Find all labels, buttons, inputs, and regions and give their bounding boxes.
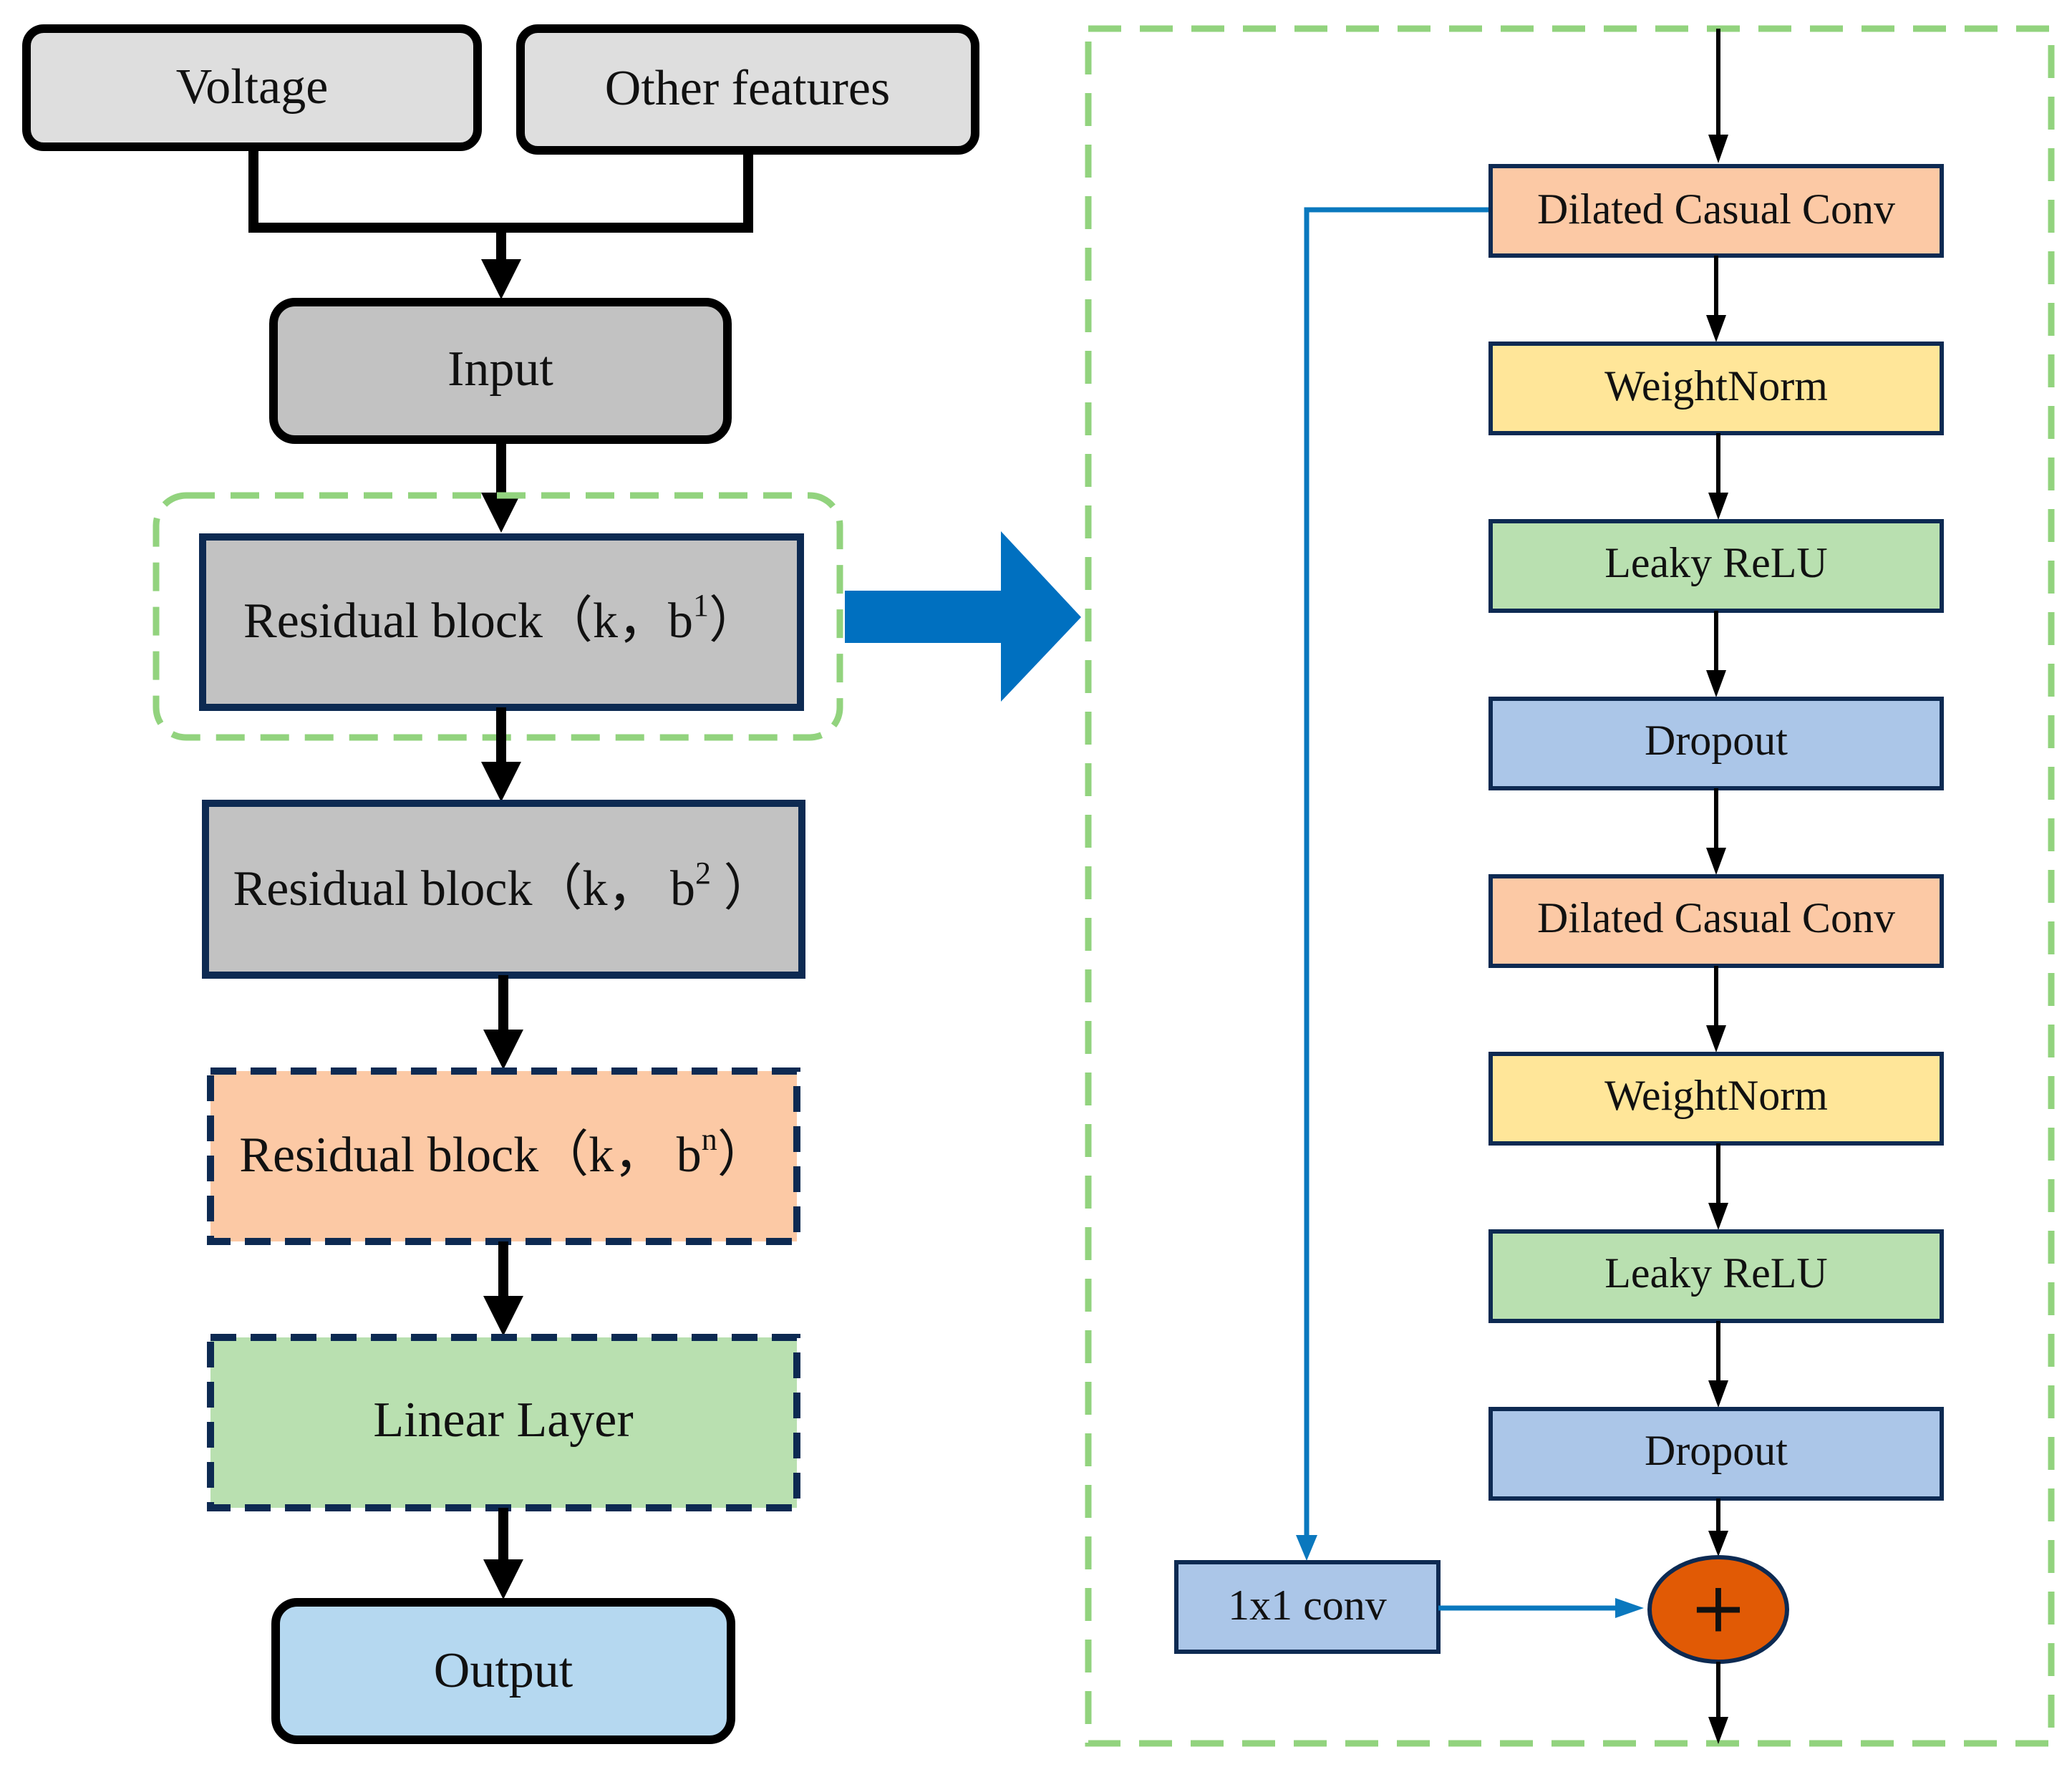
arrowhead-dcc2-to-wn2 — [1706, 1025, 1726, 1052]
weightnorm-2-label: WeightNorm — [1604, 1072, 1828, 1119]
output-label: Output — [434, 1643, 573, 1698]
residual-detail-frame — [1085, 25, 2055, 1747]
arrowhead-conv1x1-to-add — [1615, 1598, 1644, 1618]
arrowhead-input-to-res1 — [481, 493, 521, 533]
output-box: Output — [271, 1598, 735, 1744]
linear-layer-box: Linear Layer — [207, 1334, 800, 1511]
dropout-1: Dropout — [1488, 697, 1944, 790]
arrowhead-wn1-to-relu1 — [1708, 493, 1728, 520]
arrowhead-res2-to-resn — [483, 1030, 523, 1070]
arrowhead-res1-to-res2 — [481, 762, 521, 802]
residual-block-n: Residual block（k， bn） — [207, 1067, 800, 1245]
arrowhead-wn2-to-relu2 — [1708, 1203, 1728, 1230]
expand-arrow — [845, 531, 1081, 702]
add-symbol: + — [1690, 1567, 1747, 1647]
voltage-label: Voltage — [176, 59, 329, 115]
dilated-casual-conv-1: Dilated Casual Conv — [1488, 164, 1944, 258]
dilated-casual-conv-2-label: Dilated Casual Conv — [1537, 894, 1895, 941]
leaky-relu-1: Leaky ReLU — [1488, 519, 1944, 613]
skip-connection-line — [1304, 207, 1491, 1539]
arrowhead-resn-to-linear — [483, 1296, 523, 1336]
dilated-casual-conv-1-label: Dilated Casual Conv — [1537, 185, 1895, 233]
residual-block-2: Residual block（k， b2 ） — [202, 800, 805, 979]
arrowhead-dcc1-to-wn1 — [1706, 315, 1726, 342]
arrowhead-drop1-to-dcc2 — [1706, 848, 1726, 875]
weightnorm-1-label: WeightNorm — [1604, 362, 1828, 410]
arrowhead-merge-to-input — [481, 259, 521, 299]
merge-connector — [248, 147, 753, 233]
dropout-2-label: Dropout — [1645, 1427, 1788, 1474]
leaky-relu-2-label: Leaky ReLU — [1604, 1249, 1828, 1297]
linear-layer-label: Linear Layer — [373, 1393, 633, 1448]
arrowhead-linear-to-output — [483, 1559, 523, 1599]
skip-arrowhead-down — [1296, 1535, 1317, 1561]
dropout-1-label: Dropout — [1645, 717, 1788, 764]
conv-1x1-box: 1x1 conv — [1174, 1560, 1441, 1654]
voltage-box: Voltage — [22, 24, 482, 151]
input-box: Input — [269, 298, 732, 444]
residual-block-2-label: Residual block（k， b2 ） — [233, 856, 774, 916]
add-node: + — [1647, 1555, 1789, 1664]
leaky-relu-1-label: Leaky ReLU — [1604, 539, 1828, 586]
dilated-casual-conv-2: Dilated Casual Conv — [1488, 874, 1944, 968]
weightnorm-2: WeightNorm — [1488, 1052, 1944, 1146]
residual-block-1: Residual block（k，b1） — [199, 533, 804, 711]
weightnorm-1: WeightNorm — [1488, 342, 1944, 435]
other-features-label: Other features — [605, 61, 890, 116]
conv-1x1-label: 1x1 conv — [1228, 1582, 1387, 1629]
arrowhead-relu1-to-drop1 — [1706, 670, 1726, 697]
arrowhead-relu2-to-drop2 — [1708, 1380, 1728, 1408]
arrowhead-top-in — [1708, 135, 1728, 163]
arrowhead-drop2-to-add — [1708, 1531, 1728, 1556]
dropout-2: Dropout — [1488, 1407, 1944, 1501]
input-label: Input — [447, 342, 553, 397]
arrowhead-bottom-out — [1708, 1717, 1728, 1744]
leaky-relu-2: Leaky ReLU — [1488, 1229, 1944, 1323]
residual-block-1-label: Residual block（k，b1） — [243, 588, 759, 649]
other-features-box: Other features — [516, 24, 979, 155]
residual-block-n-label: Residual block（k， bn） — [239, 1122, 767, 1183]
